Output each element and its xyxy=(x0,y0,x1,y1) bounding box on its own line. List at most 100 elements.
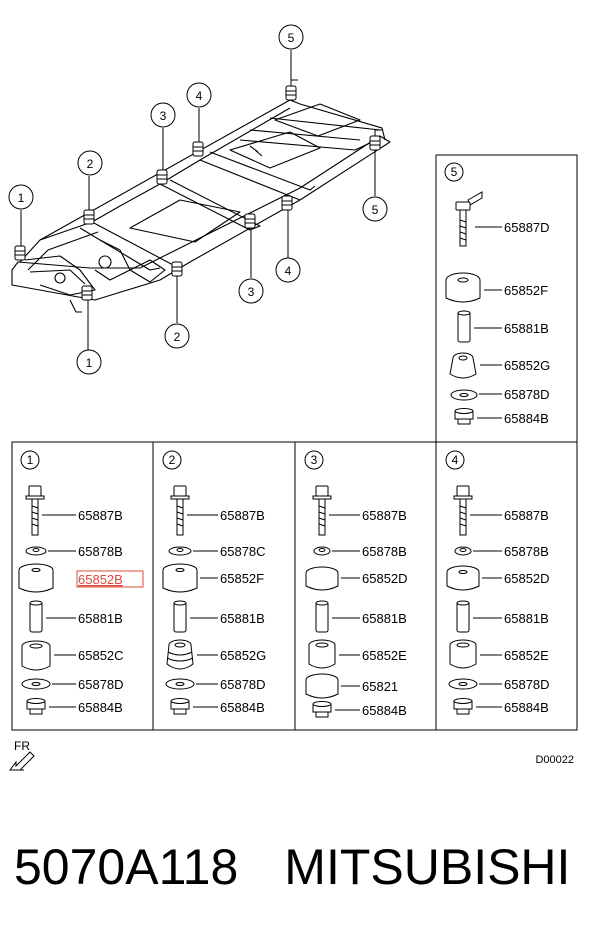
panel-3: 3 65887B 65878B 65852D 65881B 65852E xyxy=(304,450,408,718)
mount-5a xyxy=(285,79,298,101)
panel-3-spacer-icon xyxy=(305,673,339,699)
panel-4-washer-icon xyxy=(454,546,472,556)
mount-4b xyxy=(281,195,293,211)
svg-text:1: 1 xyxy=(86,356,93,370)
svg-text:5: 5 xyxy=(451,165,458,179)
part-number: 65887D xyxy=(504,220,550,235)
part-number: 65878C xyxy=(220,544,266,559)
panel-3-lower-insulator-icon xyxy=(308,639,336,669)
panel-4: 4 65887B 65878B 65852D 65881B 65852E 658 xyxy=(445,450,550,715)
part-number: 65881B xyxy=(504,611,549,626)
panel-3-callout: 3 xyxy=(304,450,324,470)
part-number: 65852E xyxy=(504,648,549,663)
svg-text:1: 1 xyxy=(18,191,25,205)
part-number: 65878D xyxy=(504,677,550,692)
callout-4-lower: 4 xyxy=(275,257,301,283)
part-number: 65852G xyxy=(220,648,266,663)
panel-5: 5 65887D 65852F 65881B 65852G xyxy=(444,162,550,426)
panel-1-insulator-icon xyxy=(18,563,54,593)
part-number: 65884B xyxy=(220,700,265,715)
part-number: 65887B xyxy=(78,508,123,523)
part-number: 65887B xyxy=(220,508,265,523)
callout-2-lower: 2 xyxy=(164,323,190,349)
callout-2-upper: 2 xyxy=(77,150,103,176)
part-number: 65878D xyxy=(504,387,550,402)
panel-4-bolt-icon xyxy=(453,485,473,536)
part-number: 65878D xyxy=(78,677,124,692)
frame-callouts: 1 1 2 2 3 3 4 4 5 5 xyxy=(8,24,388,375)
panel-2-washer-icon xyxy=(168,546,192,556)
panel-5-washer-icon xyxy=(450,389,478,401)
svg-text:3: 3 xyxy=(311,453,318,467)
mount-3a xyxy=(156,169,168,185)
panel-4-lower-insulator-icon xyxy=(449,639,477,669)
panel-2-nut-icon xyxy=(170,698,190,715)
callout-4-upper: 4 xyxy=(186,82,212,108)
mount-1b xyxy=(81,285,93,301)
mount-4a xyxy=(192,141,204,157)
part-number: 65887B xyxy=(504,508,549,523)
part-number-caption: 5070A118 xyxy=(14,839,239,895)
panel-3-collar-icon xyxy=(315,600,329,633)
arrow-icon xyxy=(9,751,35,771)
svg-text:4: 4 xyxy=(452,453,459,467)
part-number: 65884B xyxy=(362,703,407,718)
panel-1-washer2-icon xyxy=(21,678,51,690)
panel-1-collar-icon xyxy=(29,600,43,633)
part-number: 65852C xyxy=(78,648,124,663)
part-number: 65821 xyxy=(362,679,398,694)
svg-text:5: 5 xyxy=(288,31,295,45)
panel-1-nut-icon xyxy=(26,698,46,715)
svg-text:2: 2 xyxy=(174,330,181,344)
svg-text:3: 3 xyxy=(248,285,255,299)
part-number: 65852F xyxy=(504,283,548,298)
svg-text:4: 4 xyxy=(285,264,292,278)
panel-2-washer2-icon xyxy=(165,678,195,690)
part-number: 65887B xyxy=(362,508,407,523)
leader-lines xyxy=(20,50,376,350)
mount-2b xyxy=(171,261,183,277)
panel-2-lower-insulator-icon xyxy=(166,639,194,670)
callout-5-lower: 5 xyxy=(362,196,388,222)
part-number: 65878B xyxy=(504,544,549,559)
panel-1-bolt-icon xyxy=(25,485,45,536)
panel-1-lower-insulator-icon xyxy=(21,640,51,671)
panel-2-bolt-icon xyxy=(170,485,190,536)
part-number: 65884B xyxy=(504,411,549,426)
brand-caption: MITSUBISHI xyxy=(284,839,571,895)
part-number: 65881B xyxy=(362,611,407,626)
part-number: 65884B xyxy=(78,700,123,715)
svg-text:3: 3 xyxy=(160,109,167,123)
part-number: 65852G xyxy=(504,358,550,373)
part-number: 65878D xyxy=(220,677,266,692)
panel-5-nut-icon xyxy=(454,408,474,425)
front-direction-indicator: FR xyxy=(9,739,35,771)
panel-5-lower-insulator-icon xyxy=(449,352,477,379)
callout-1-upper: 1 xyxy=(8,184,34,210)
part-number-highlighted: 65852B xyxy=(78,572,123,587)
panel-4-insulator-icon xyxy=(446,565,480,591)
callout-5-upper: 5 xyxy=(278,24,304,50)
panel-2: 2 65887B 65878C 65852F 65881B 65852G xyxy=(162,450,266,715)
part-number: 65878B xyxy=(78,544,123,559)
callout-3-upper: 3 xyxy=(150,102,176,128)
mount-5b xyxy=(369,129,382,151)
fr-label: FR xyxy=(14,739,30,753)
panel-5-collar-icon xyxy=(457,310,471,343)
panel-3-insulator-icon xyxy=(305,566,339,591)
part-number: 65852E xyxy=(362,648,407,663)
panel-1-washer-icon xyxy=(25,546,47,556)
panel-4-callout: 4 xyxy=(445,450,465,470)
mount-1a xyxy=(14,245,26,261)
svg-text:2: 2 xyxy=(169,453,176,467)
callout-1-lower: 1 xyxy=(76,349,102,375)
panel-5-callout: 5 xyxy=(444,162,464,182)
part-number: 65881B xyxy=(220,611,265,626)
part-number: 65852D xyxy=(504,571,550,586)
svg-text:4: 4 xyxy=(196,89,203,103)
highlight-box xyxy=(76,570,144,588)
svg-text:2: 2 xyxy=(87,157,94,171)
mount-3b xyxy=(244,213,256,229)
callout-3-lower: 3 xyxy=(238,278,264,304)
